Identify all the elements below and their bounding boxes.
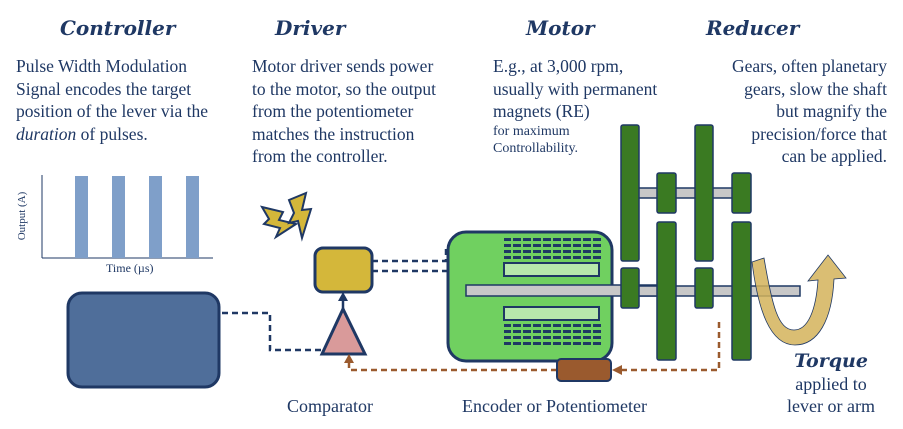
winding-gaps [511,236,593,346]
controller-box [66,291,221,389]
pwm-chart [41,175,213,259]
torque-block: Torque applied to lever or arm [776,349,886,417]
desc-line: Signal encodes the target [16,78,192,99]
arrow-head [344,354,354,363]
controller-description: Pulse Width Modulation Signal encodes th… [16,55,208,145]
comparator-label: Comparator [287,396,373,416]
arrow-head [612,365,622,375]
driver-description: Motor driver sends power to the motor, s… [252,55,436,168]
gear [656,172,677,214]
desc-line: matches the instruction [252,123,415,144]
feedback-lines [347,322,721,372]
desc-rest: of pulses. [76,123,148,144]
gear [694,267,714,309]
driver-title: Driver [275,16,346,40]
pwm-pulse [186,176,199,258]
lightning-icon [259,191,313,242]
torque-line: lever or arm [787,396,875,416]
desc-line: gears, slow the shaft [744,78,887,99]
arrow-head [338,292,348,301]
encoder-box [556,358,612,382]
controller-title: Controller [60,16,176,40]
gear [694,124,714,262]
torque-title: Torque [794,350,868,372]
desc-line: Controllability. [493,140,579,156]
desc-line: Motor driver sends power [252,56,434,76]
encoder-label: Encoder or Potentiometer [462,396,647,416]
motor-magnet [503,262,600,277]
pwm-pulse [149,176,162,258]
driver-box [313,246,374,294]
desc-line: for maximum [493,123,570,139]
desc-line: from the controller. [252,146,388,166]
gear [620,124,640,262]
torque-arrow-icon [751,254,847,346]
desc-line: magnets (RE) [493,101,590,121]
desc-italic: duration [16,123,77,144]
gears [620,124,752,361]
shafts [465,187,801,297]
comparator-triangle [319,305,368,356]
desc-line: duration of pulses. [16,123,208,146]
desc-line: Pulse Width Modulation [16,56,188,76]
desc-line: Gears, often planetary [732,56,887,76]
desc-line: from the potentiometer [252,101,414,121]
desc-line: but magnify the [776,101,887,121]
motor-title: Motor [526,16,595,40]
reducer-title: Reducer [706,16,800,40]
torque-line: applied to [795,374,867,394]
motor-description: E.g., at 3,000 rpm, usually with permane… [493,55,657,157]
upper-shaft [637,187,737,199]
reducer-description: Gears, often planetary gears, slow the s… [732,55,887,168]
pwm-xlabel: Time (µs) [106,261,154,275]
pwm-pulse [112,176,125,258]
gear [731,221,752,361]
gear [620,267,640,309]
gear [731,172,752,214]
pwm-pulse [75,176,88,258]
desc-line: can be applied. [781,146,887,166]
desc-line: usually with permanent [493,78,658,99]
motor-magnet [503,306,600,321]
desc-line: to the motor, so the output [252,78,437,99]
desc-line: E.g., at 3,000 rpm, [493,56,624,76]
gear [656,221,677,361]
desc-line: position of the lever via the [16,101,208,121]
pwm-ylabel: Output (A) [16,191,28,241]
desc-line: precision/force that [751,123,887,144]
